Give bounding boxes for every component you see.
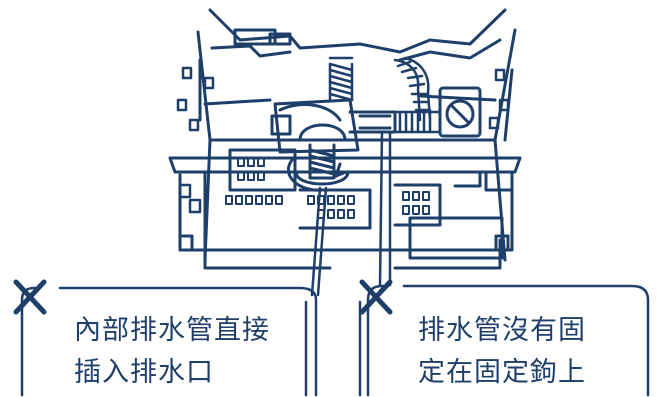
machine-body-walls [196, 28, 517, 262]
right-callout-line-2: 定在固定鉤上 [418, 357, 586, 388]
corrugated-drain-hose [393, 56, 442, 134]
machine-base-platform [168, 148, 522, 270]
machine-top-housing [208, 8, 507, 62]
left-callout-line-1: 內部排水管直接 [74, 315, 270, 346]
right-callout-line-1: 排水管沒有固 [418, 315, 586, 346]
cross-mark-icon [13, 279, 47, 315]
drain-pump-assembly [270, 98, 397, 154]
screw-terminal [438, 86, 482, 138]
left-callout-line-2: 插入排水口 [74, 357, 214, 388]
side-vent-slots [176, 66, 510, 214]
callout-leader-lines [310, 130, 392, 297]
right-callout-text: 排水管沒有固 定在固定鉤上 [418, 310, 586, 394]
cross-mark-icon [359, 279, 393, 315]
left-callout-text: 內部排水管直接 插入排水口 [74, 310, 270, 394]
suspension-spring [328, 56, 354, 102]
